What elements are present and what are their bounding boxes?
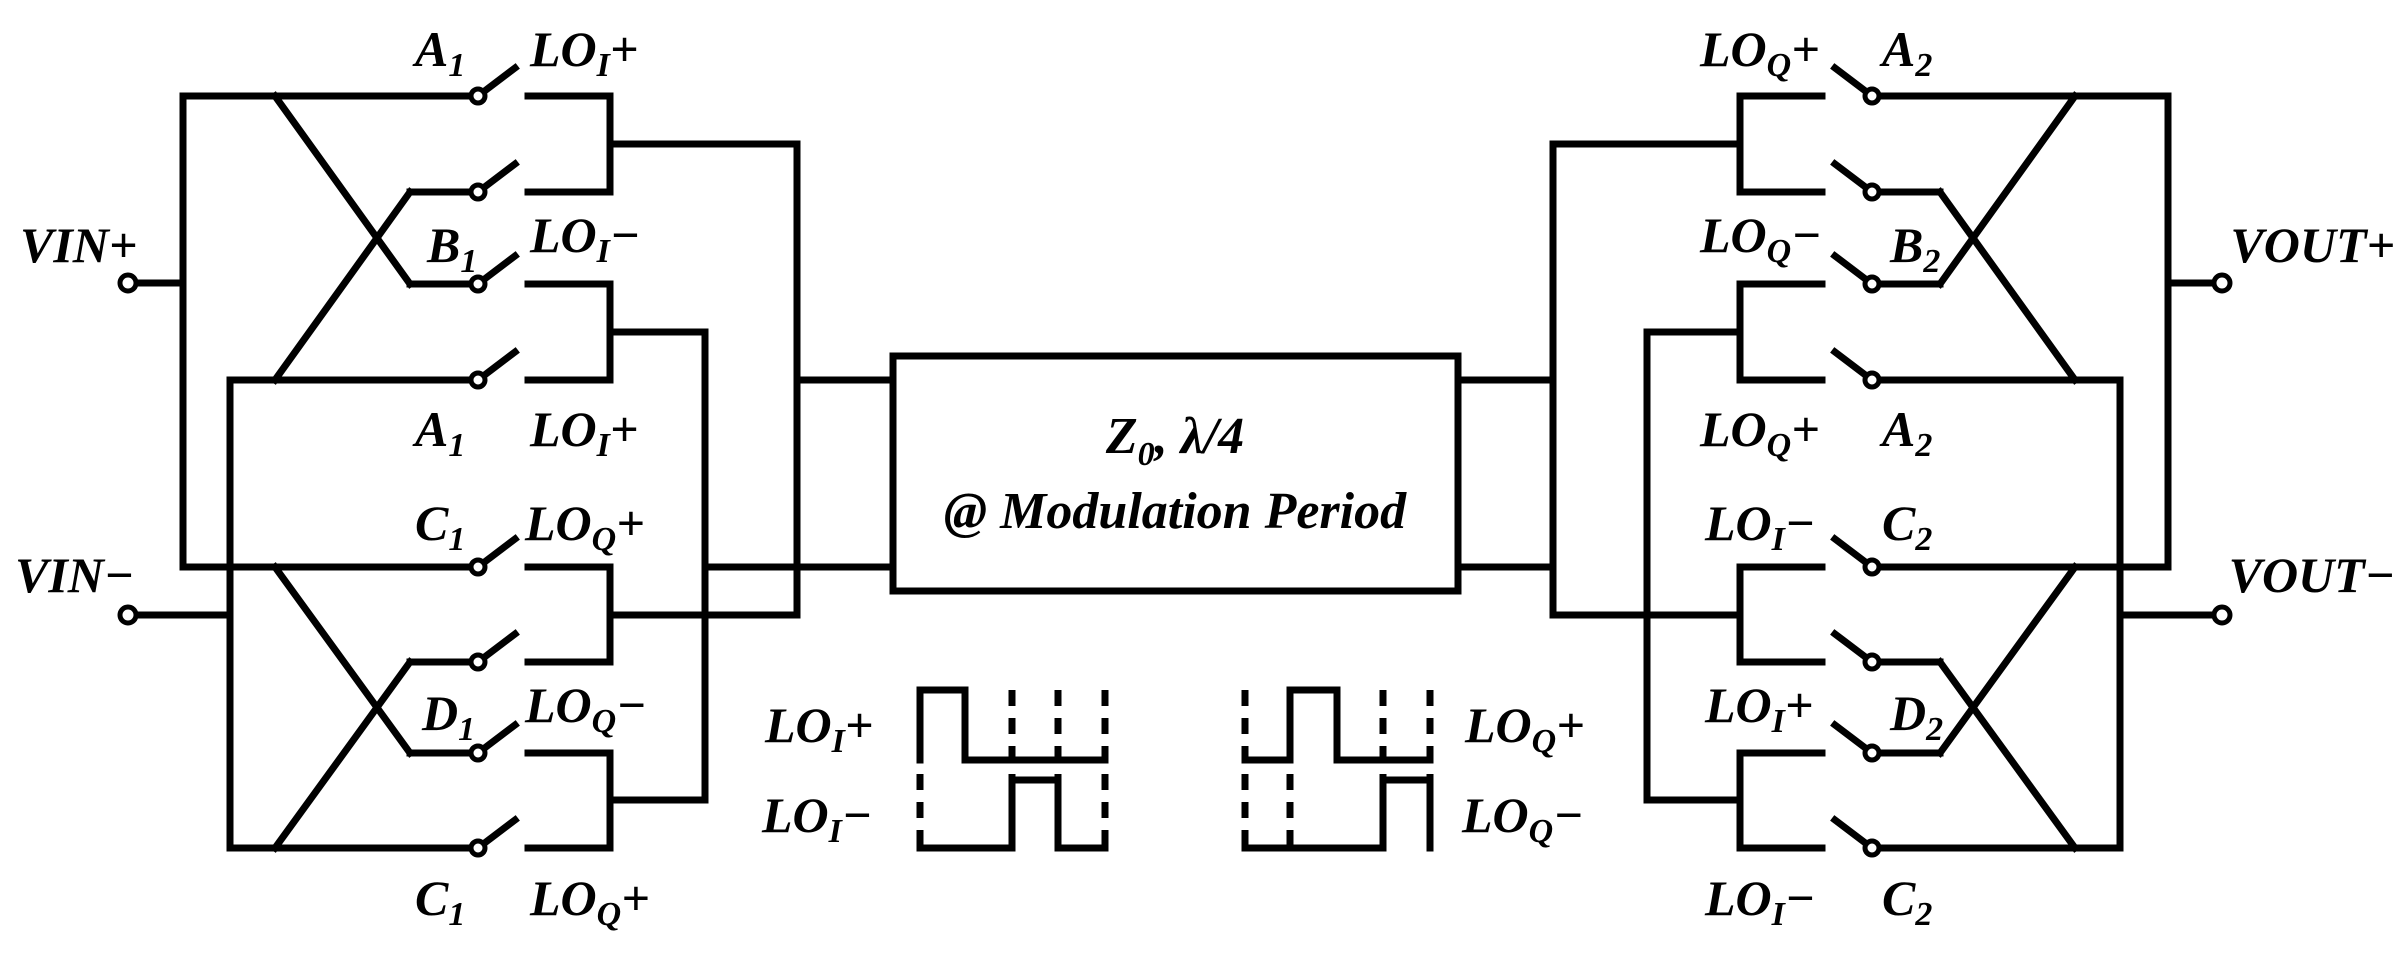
lo-label: LOI+	[1704, 677, 1813, 740]
switch-label: A1	[412, 21, 465, 84]
vout-plus-label: VOUT+	[2230, 217, 2395, 273]
lo-label: LOI+	[529, 401, 638, 464]
left-wiring	[124, 91, 897, 853]
lo-label: LOI−	[1704, 870, 1815, 933]
switch-label: D2	[1889, 685, 1943, 748]
lo-label: LOQ+	[1699, 21, 1820, 84]
lo-label: LOQ−	[1699, 207, 1822, 270]
switch-label: B2	[1889, 217, 1940, 280]
vin-minus-node	[117, 604, 139, 626]
waveform-label-lo-q-plus: LOQ+	[1464, 697, 1585, 760]
switch-label: A1	[412, 401, 465, 464]
right-switch-labels: LOQ+ A2 LOQ− B2 LOQ+ A2 LOI− C2 LOI+ D2 …	[1699, 21, 1943, 933]
switch-label: C1	[415, 870, 465, 933]
waveform-left: LOI+ LOI−	[761, 686, 1109, 852]
switch-label: C2	[1882, 495, 1932, 558]
vin-minus-label: VIN−	[15, 547, 134, 603]
switch-label: C1	[415, 495, 465, 558]
vout-minus-node	[2211, 604, 2233, 626]
left-switch-labels: A1 LOI+ B1 LOI− A1 LOI+ C1 LOQ+ D1 LOQ− …	[412, 21, 650, 933]
lo-label: LOQ−	[524, 677, 647, 740]
right-switch-blades	[1830, 63, 1882, 858]
lo-label: LOQ+	[524, 495, 645, 558]
vin-plus-label: VIN+	[20, 217, 137, 273]
switch-label: A2	[1879, 21, 1932, 84]
switch-label: B1	[426, 217, 477, 280]
right-wiring	[1454, 91, 2226, 853]
waveform-label-lo-i-plus: LOI+	[764, 697, 873, 760]
lo-label: LOQ+	[529, 870, 650, 933]
left-switch-blades	[468, 63, 520, 858]
waveform-right: LOQ+ LOQ−	[1241, 686, 1585, 852]
switch-label: A2	[1879, 401, 1932, 464]
tline-period-label: @ Modulation Period	[944, 483, 1407, 540]
tline-impedance-label: Z0, λ/4	[1105, 408, 1244, 473]
waveform-label-lo-i-minus: LOI−	[761, 787, 872, 850]
lo-label: LOI−	[1704, 495, 1815, 558]
lo-label: LOQ+	[1699, 401, 1820, 464]
lo-label: LOI−	[529, 207, 640, 270]
transmission-line-block: Z0, λ/4 @ Modulation Period	[889, 352, 1462, 595]
waveform-label-lo-q-minus: LOQ−	[1461, 787, 1584, 850]
vin-plus-node	[117, 272, 139, 294]
switch-label: C2	[1882, 870, 1932, 933]
vout-plus-node	[2211, 272, 2233, 294]
switch-label: D1	[421, 685, 475, 748]
vout-minus-label: VOUT−	[2229, 547, 2395, 603]
lo-label: LOI+	[529, 21, 638, 84]
